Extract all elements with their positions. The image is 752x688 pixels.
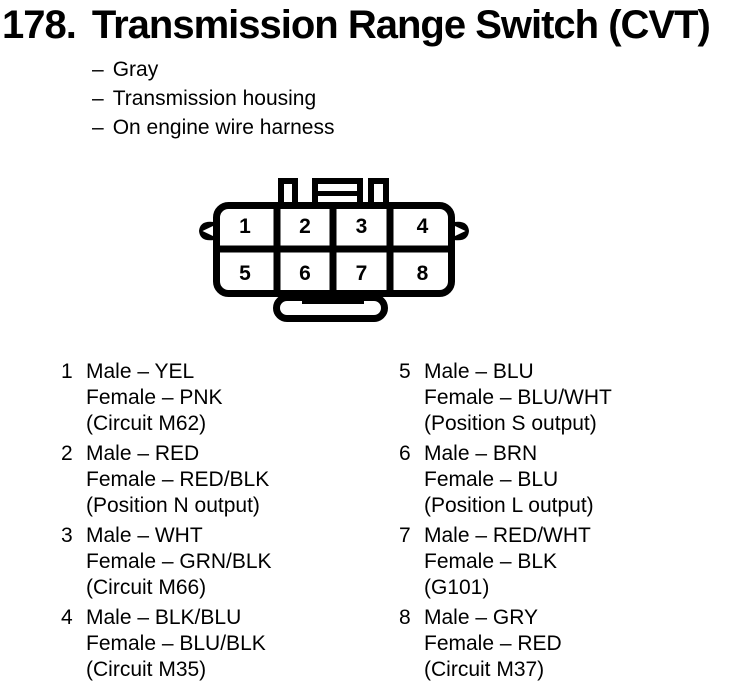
pin-male-wire: Male – GRY (424, 606, 538, 629)
bullet-dash: – (92, 58, 104, 81)
pin-item-3: 3 Male – WHT Female – GRN/BLK (Circuit M… (61, 523, 272, 601)
pin-circuit: (Circuit M66) (86, 576, 207, 599)
page-title: Transmission Range Switch (CVT) (91, 3, 711, 47)
pin-female-wire: Female – BLU/WHT (424, 386, 612, 409)
pin-male-wire: Male – BLU (424, 360, 534, 383)
pin-male-wire: Male – RED/WHT (424, 524, 591, 547)
note-text: Transmission housing (112, 87, 317, 110)
pin-detail: Male – RED/WHT Female – BLK (G101) (424, 523, 591, 601)
pin-number: 7 (399, 524, 411, 547)
pin-detail: Male – BRN Female – BLU (Position L outp… (424, 441, 594, 519)
pin-item-4: 4 Male – BLK/BLU Female – BLU/BLK (Circu… (61, 605, 272, 683)
pin-female-wire: Female – BLK (424, 550, 558, 573)
pin-circuit: (Position S output) (424, 412, 597, 435)
pin-detail: Male – WHT Female – GRN/BLK (Circuit M66… (86, 523, 272, 601)
pin-cavity-3: 3 (356, 215, 368, 238)
pin-cavity-2: 2 (299, 215, 311, 238)
pin-cavity-4: 4 (417, 215, 429, 238)
pin-detail: Male – GRY Female – RED (Circuit M37) (424, 605, 562, 683)
pin-item-2: 2 Male – RED Female – RED/BLK (Position … (61, 441, 272, 519)
pin-detail: Male – RED Female – RED/BLK (Position N … (86, 441, 269, 519)
pin-item-6: 6 Male – BRN Female – BLU (Position L ou… (399, 441, 612, 519)
pin-number: 6 (399, 442, 411, 465)
pin-male-wire: Male – BRN (424, 442, 538, 465)
pin-male-wire: Male – BLK/BLU (86, 606, 242, 629)
pin-list-left: 1 Male – YEL Female – PNK (Circuit M62) … (61, 359, 272, 687)
pin-number: 8 (399, 606, 411, 629)
connector-right-ear-icon (454, 221, 469, 241)
pin-female-wire: Female – RED/BLK (86, 468, 270, 491)
connector-bottom-latch-icon (273, 294, 388, 322)
pin-female-wire: Female – BLU/BLK (86, 632, 266, 655)
pin-cavity-5: 5 (239, 262, 251, 285)
pin-cavity-8: 8 (417, 262, 429, 285)
pin-number: 3 (61, 524, 73, 547)
pin-number: 5 (399, 360, 411, 383)
pin-female-wire: Female – BLU (424, 468, 559, 491)
note-text: Gray (112, 58, 159, 81)
pin-item-7: 7 Male – RED/WHT Female – BLK (G101) (399, 523, 612, 601)
pin-item-5: 5 Male – BLU Female – BLU/WHT (Position … (399, 359, 612, 437)
pin-number: 2 (61, 442, 73, 465)
pin-item-8: 8 Male – GRY Female – RED (Circuit M37) (399, 605, 612, 683)
note-text: On engine wire harness (112, 116, 335, 139)
pin-detail: Male – BLU Female – BLU/WHT (Position S … (424, 359, 612, 437)
pin-female-wire: Female – RED (424, 632, 562, 655)
page-header: 178. Transmission Range Switch (CVT) (2, 3, 711, 48)
connector-left-ear-icon (199, 221, 214, 241)
pin-female-wire: Female – PNK (86, 386, 223, 409)
pin-item-1: 1 Male – YEL Female – PNK (Circuit M62) (61, 359, 272, 437)
pin-detail: Male – YEL Female – PNK (Circuit M62) (86, 359, 223, 437)
note-color: – Gray (92, 55, 334, 84)
pin-cavity-1: 1 (239, 215, 251, 238)
pin-circuit: (Circuit M62) (86, 412, 207, 435)
connector-diagram-icon: 1 2 3 4 5 6 7 8 (199, 178, 469, 322)
pin-male-wire: Male – RED (86, 442, 200, 465)
connector-notes: – Gray – Transmission housing – On engin… (92, 55, 334, 142)
pin-circuit: (G101) (424, 576, 490, 599)
pin-detail: Male – BLK/BLU Female – BLU/BLK (Circuit… (86, 605, 266, 683)
pin-number: 1 (61, 360, 73, 383)
pin-circuit: (Position N output) (86, 494, 260, 517)
pin-male-wire: Male – YEL (86, 360, 195, 383)
pin-number: 4 (61, 606, 73, 629)
bullet-dash: – (92, 116, 104, 139)
connector-pin-grid (216, 205, 452, 294)
item-number: 178. (2, 3, 77, 47)
pin-female-wire: Female – GRN/BLK (86, 550, 272, 573)
pin-circuit: (Circuit M35) (86, 658, 207, 681)
pin-list-right: 5 Male – BLU Female – BLU/WHT (Position … (399, 359, 612, 687)
pin-circuit: (Circuit M37) (424, 658, 545, 681)
note-harness: – On engine wire harness (92, 113, 334, 142)
bullet-dash: – (92, 87, 104, 110)
pin-cavity-7: 7 (356, 262, 368, 285)
note-location: – Transmission housing (92, 84, 334, 113)
pin-cavity-6: 6 (299, 262, 311, 285)
pin-circuit: (Position L output) (424, 494, 594, 517)
pin-male-wire: Male – WHT (86, 524, 203, 547)
